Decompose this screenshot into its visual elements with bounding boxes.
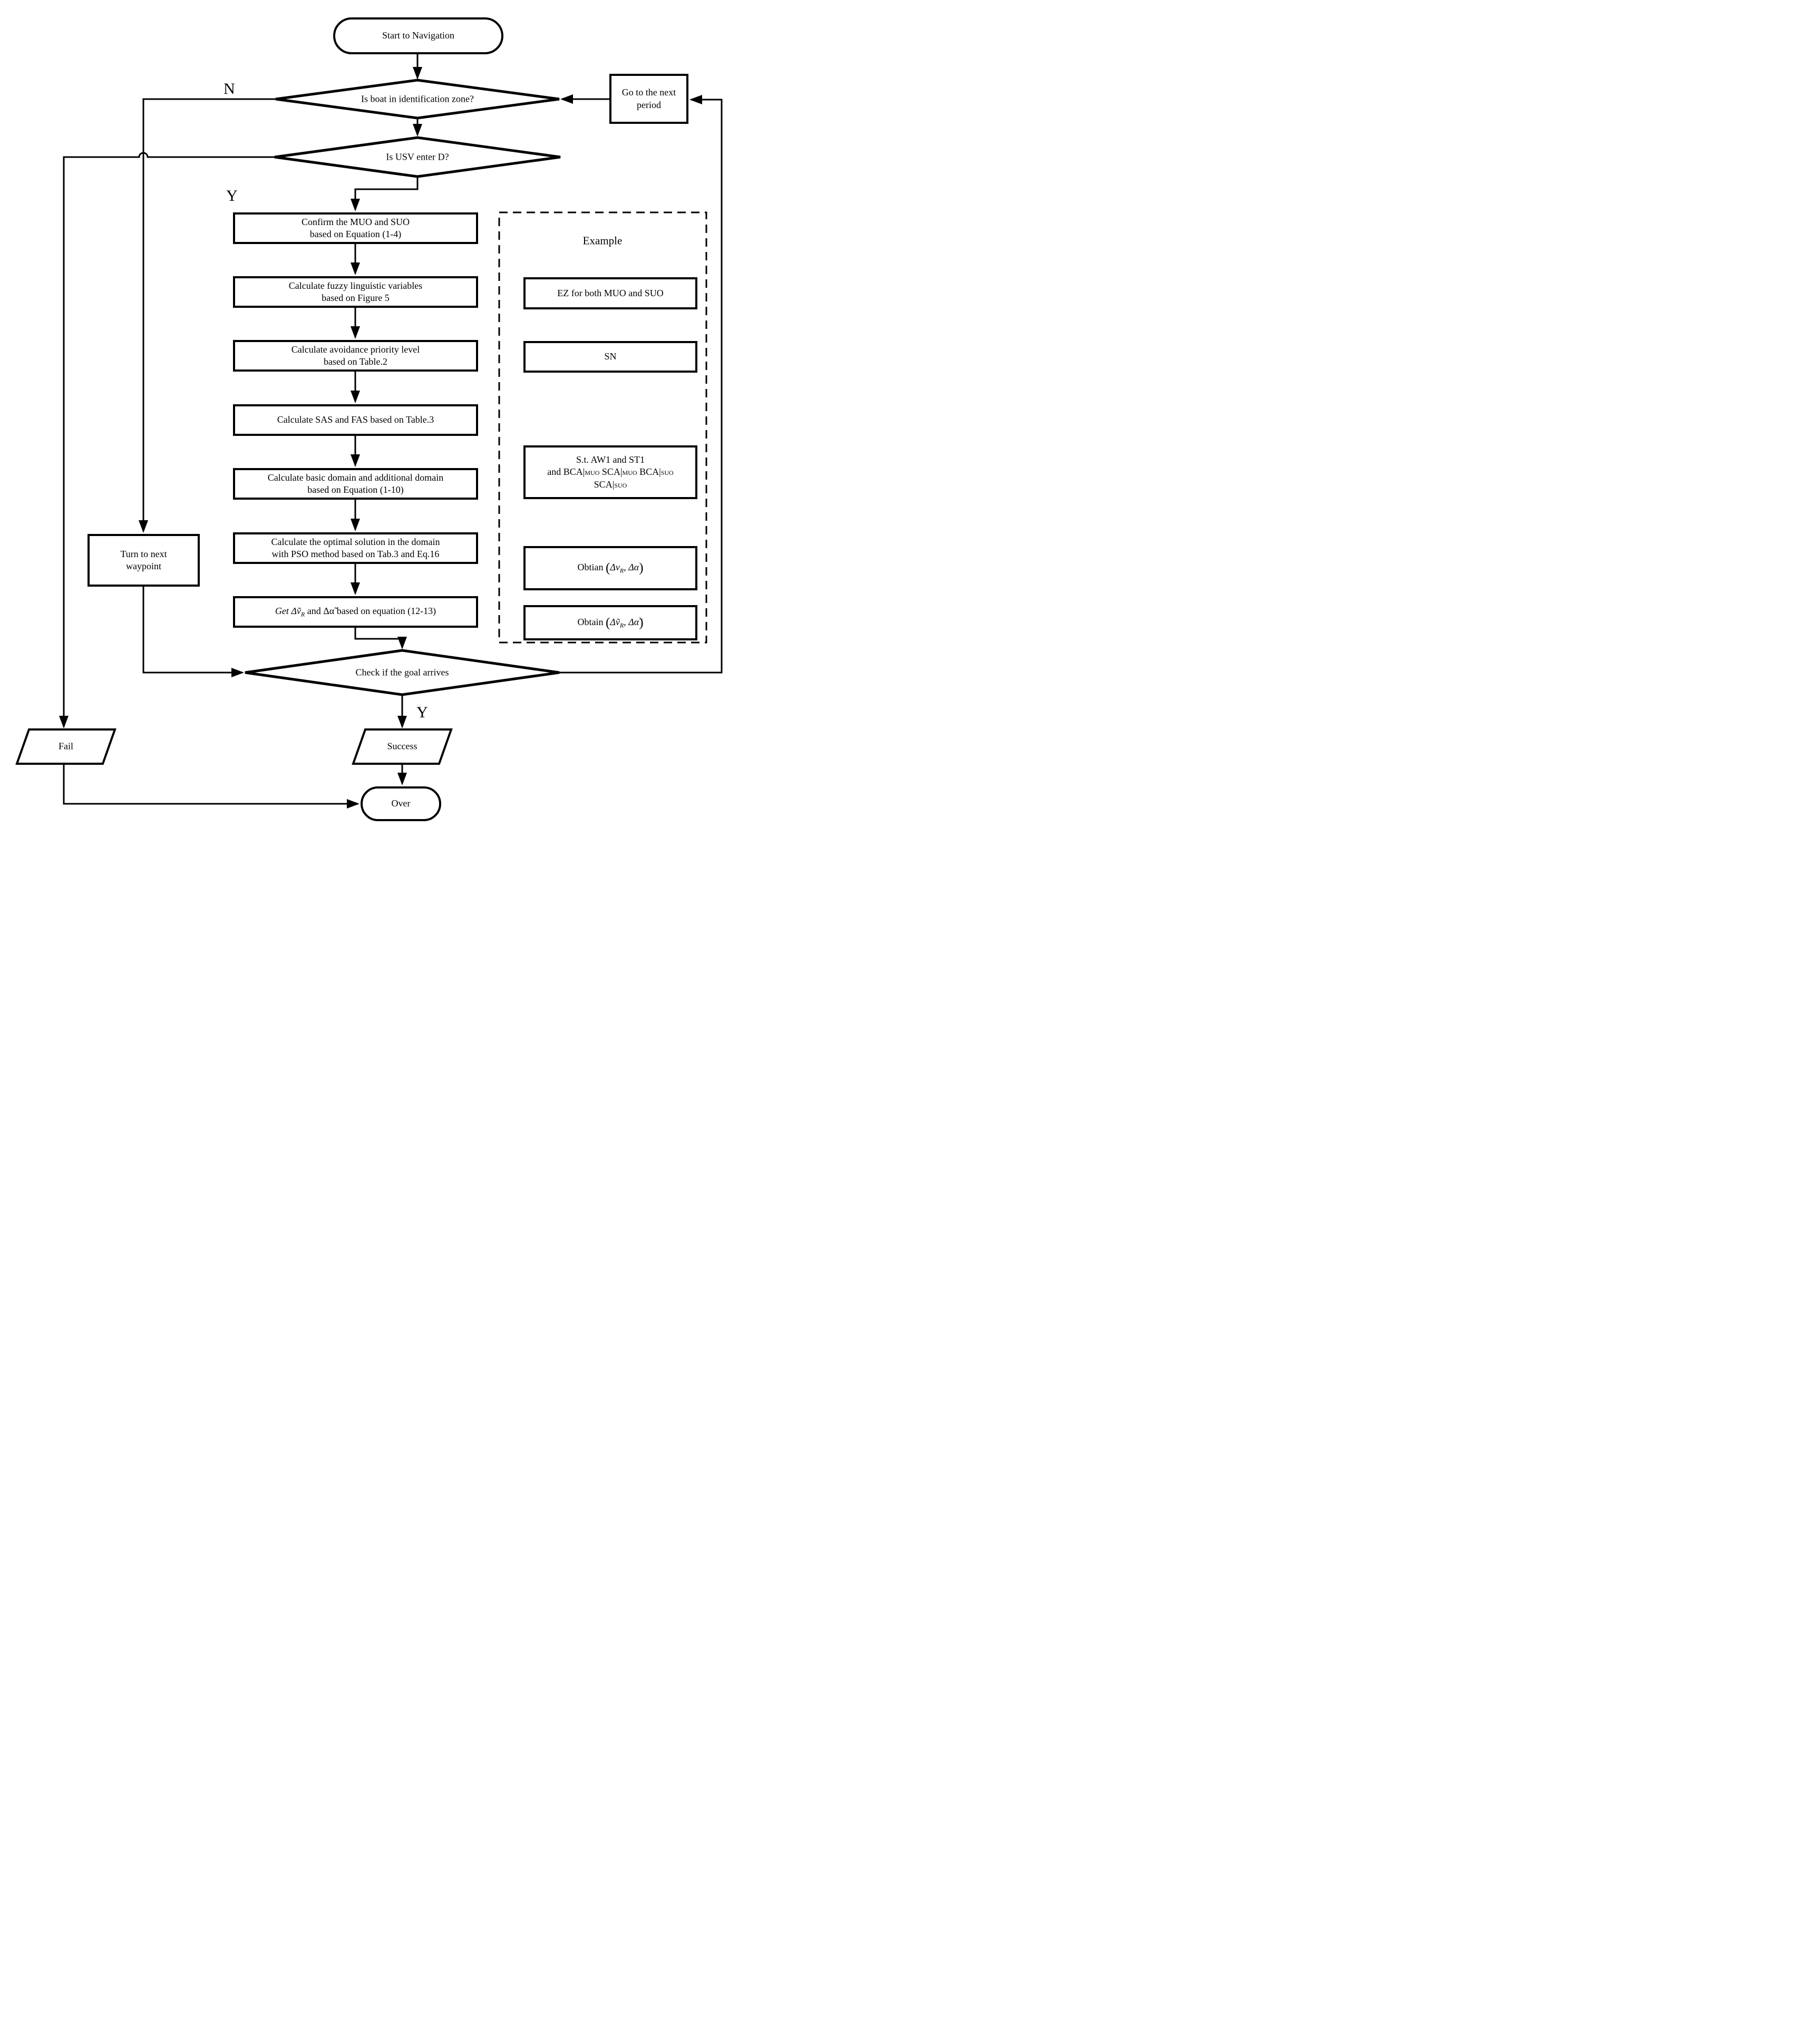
obtain-close-paren: ) — [639, 615, 644, 630]
fuzzy-linguistic-line2: based on Figure 5 — [322, 293, 390, 303]
pso-optimal-line1: Calculate the optimal solution in the do… — [271, 536, 440, 547]
go-to-next-period-label-line1: Go to the next — [621, 87, 676, 98]
example-constraints-line3: SCA|SUO — [594, 479, 627, 491]
obtian-open-paren: ( — [605, 561, 610, 575]
constraints-l2c: SCA| — [599, 466, 623, 478]
branch-label-y-enter: Y — [226, 187, 238, 205]
edge-b7-to-check — [354, 628, 407, 649]
constraints-l2b: MUO — [585, 469, 600, 477]
sas-fas-label: Calculate SAS and FAS based on Table.3 — [277, 414, 434, 425]
edge-d2-to-b1 — [351, 177, 419, 211]
edge-d2-to-fail — [59, 152, 275, 728]
get-delta-part1: Get Δṽ — [275, 606, 301, 617]
over-label: Over — [391, 798, 411, 809]
success-label: Success — [387, 741, 417, 752]
edge-fail-to-over — [63, 764, 359, 809]
process-fuzzy-linguistic: Calculate fuzzy linguistic variables bas… — [233, 276, 478, 308]
get-delta-sub-r: R — [300, 610, 305, 618]
pso-optimal-line2: with PSO method based on Tab.3 and Eq.16 — [271, 549, 440, 559]
turn-to-next-waypoint-node: Turn to next waypoint — [88, 534, 200, 587]
example-constraints-line2: and BCA|MUO SCA|MUO BCA|SUO — [547, 466, 673, 478]
obtian-dalpha: , Δα — [624, 562, 639, 572]
constraints-l2e: BCA| — [637, 466, 661, 478]
flowchart-canvas: Start to Navigation Go to the next perio… — [0, 0, 737, 838]
example-sn-box: SN — [523, 341, 697, 373]
success-shape — [352, 728, 453, 765]
obtain-dalpha-tilde: , Δα̃ — [624, 616, 639, 627]
edge-d1-n-to-turn — [139, 98, 276, 533]
example-panel-border — [498, 211, 707, 644]
basic-domain-line2: based on Equation (1-10) — [307, 484, 404, 495]
fuzzy-linguistic-line1: Calculate fuzzy linguistic variables — [288, 280, 423, 291]
avoidance-priority-line1: Calculate avoidance priority level — [291, 344, 420, 355]
process-pso-optimal: Calculate the optimal solution in the do… — [233, 532, 478, 564]
example-panel-title: Example — [582, 234, 623, 247]
obtain-word: Obtain — [577, 616, 606, 627]
start-label: Start to Navigation — [382, 30, 454, 41]
fail-shape — [15, 728, 116, 765]
example-obtain-label: Obtain (ΔṽR, Δα̃) — [577, 615, 643, 631]
example-constraints-box: S.t. AW1 and ST1 and BCA|MUO SCA|MUO BCA… — [523, 445, 697, 499]
constraints-l2d: MUO — [622, 469, 637, 477]
obtian-sub-r: R — [619, 567, 624, 575]
decision-usv-enter-d-shape — [274, 136, 561, 178]
go-to-next-period-label-line2: period — [637, 99, 661, 110]
turn-waypoint-line1: Turn to next — [120, 548, 167, 559]
edge-turn-to-check — [142, 587, 244, 677]
avoidance-priority-line2: based on Table.2 — [324, 356, 387, 367]
obtian-close-paren: ) — [639, 561, 644, 575]
obtian-dv: Δv — [610, 562, 620, 572]
get-delta-label: Get ΔṽR and Δα̃ based on equation (12-13… — [275, 605, 436, 619]
process-confirm-muo-suo: Confirm the MUO and SUO based on Equatio… — [233, 212, 478, 244]
confirm-muo-suo-line1: Confirm the MUO and SUO — [302, 216, 410, 227]
basic-domain-line1: Calculate basic domain and additional do… — [267, 472, 444, 483]
process-avoidance-priority: Calculate avoidance priority level based… — [233, 340, 478, 372]
get-delta-part2: and Δα̃ based on equation (12-13) — [305, 606, 436, 617]
turn-waypoint-line2: waypoint — [126, 561, 161, 571]
flowchart-wires-layer — [15, 54, 723, 809]
example-ez-label: EZ for both MUO and SUO — [557, 287, 664, 298]
branch-label-y-goal: Y — [416, 704, 428, 721]
obtain-dv-tilde: Δṽ — [610, 616, 620, 627]
obtian-word: Obtian — [577, 562, 606, 572]
confirm-muo-suo-line2: based on Equation (1-4) — [309, 229, 402, 239]
decision-goal-arrives-label: Check if the goal arrives — [355, 667, 449, 678]
decision-usv-enter-d-label: Is USV enter D? — [386, 151, 449, 162]
process-get-delta: Get ΔṽR and Δα̃ based on equation (12-13… — [233, 596, 478, 628]
constraints-l3a: SCA| — [594, 479, 615, 490]
constraints-l2a: and BCA| — [547, 466, 585, 478]
obtain-sub-r: R — [619, 621, 624, 629]
example-ez-box: EZ for both MUO and SUO — [523, 277, 697, 309]
example-obtain-box: Obtain (ΔṽR, Δα̃) — [523, 605, 697, 640]
constraints-l2f: SUO — [660, 469, 674, 477]
obtain-open-paren: ( — [605, 615, 610, 630]
fail-label: Fail — [58, 741, 74, 752]
edge-check-n-to-period — [559, 95, 723, 674]
start-node: Start to Navigation — [333, 17, 503, 54]
decision-identification-zone-label: Is boat in identification zone? — [361, 93, 474, 104]
process-basic-domain: Calculate basic domain and additional do… — [233, 468, 478, 500]
decision-goal-arrives-shape — [245, 649, 560, 696]
example-obtian-label: Obtian (ΔvR, Δα) — [577, 560, 643, 577]
over-node: Over — [361, 786, 441, 821]
decision-identification-zone-shape — [275, 79, 560, 120]
example-constraints-line1: S.t. AW1 and ST1 — [576, 454, 645, 465]
constraints-l3b: SUO — [614, 481, 627, 489]
process-sas-fas: Calculate SAS and FAS based on Table.3 — [233, 404, 478, 436]
branch-label-n: N — [223, 80, 235, 98]
go-to-next-period-node: Go to the next period — [609, 74, 688, 124]
example-obtian-box: Obtian (ΔvR, Δα) — [523, 546, 697, 590]
example-sn-label: SN — [604, 351, 617, 362]
